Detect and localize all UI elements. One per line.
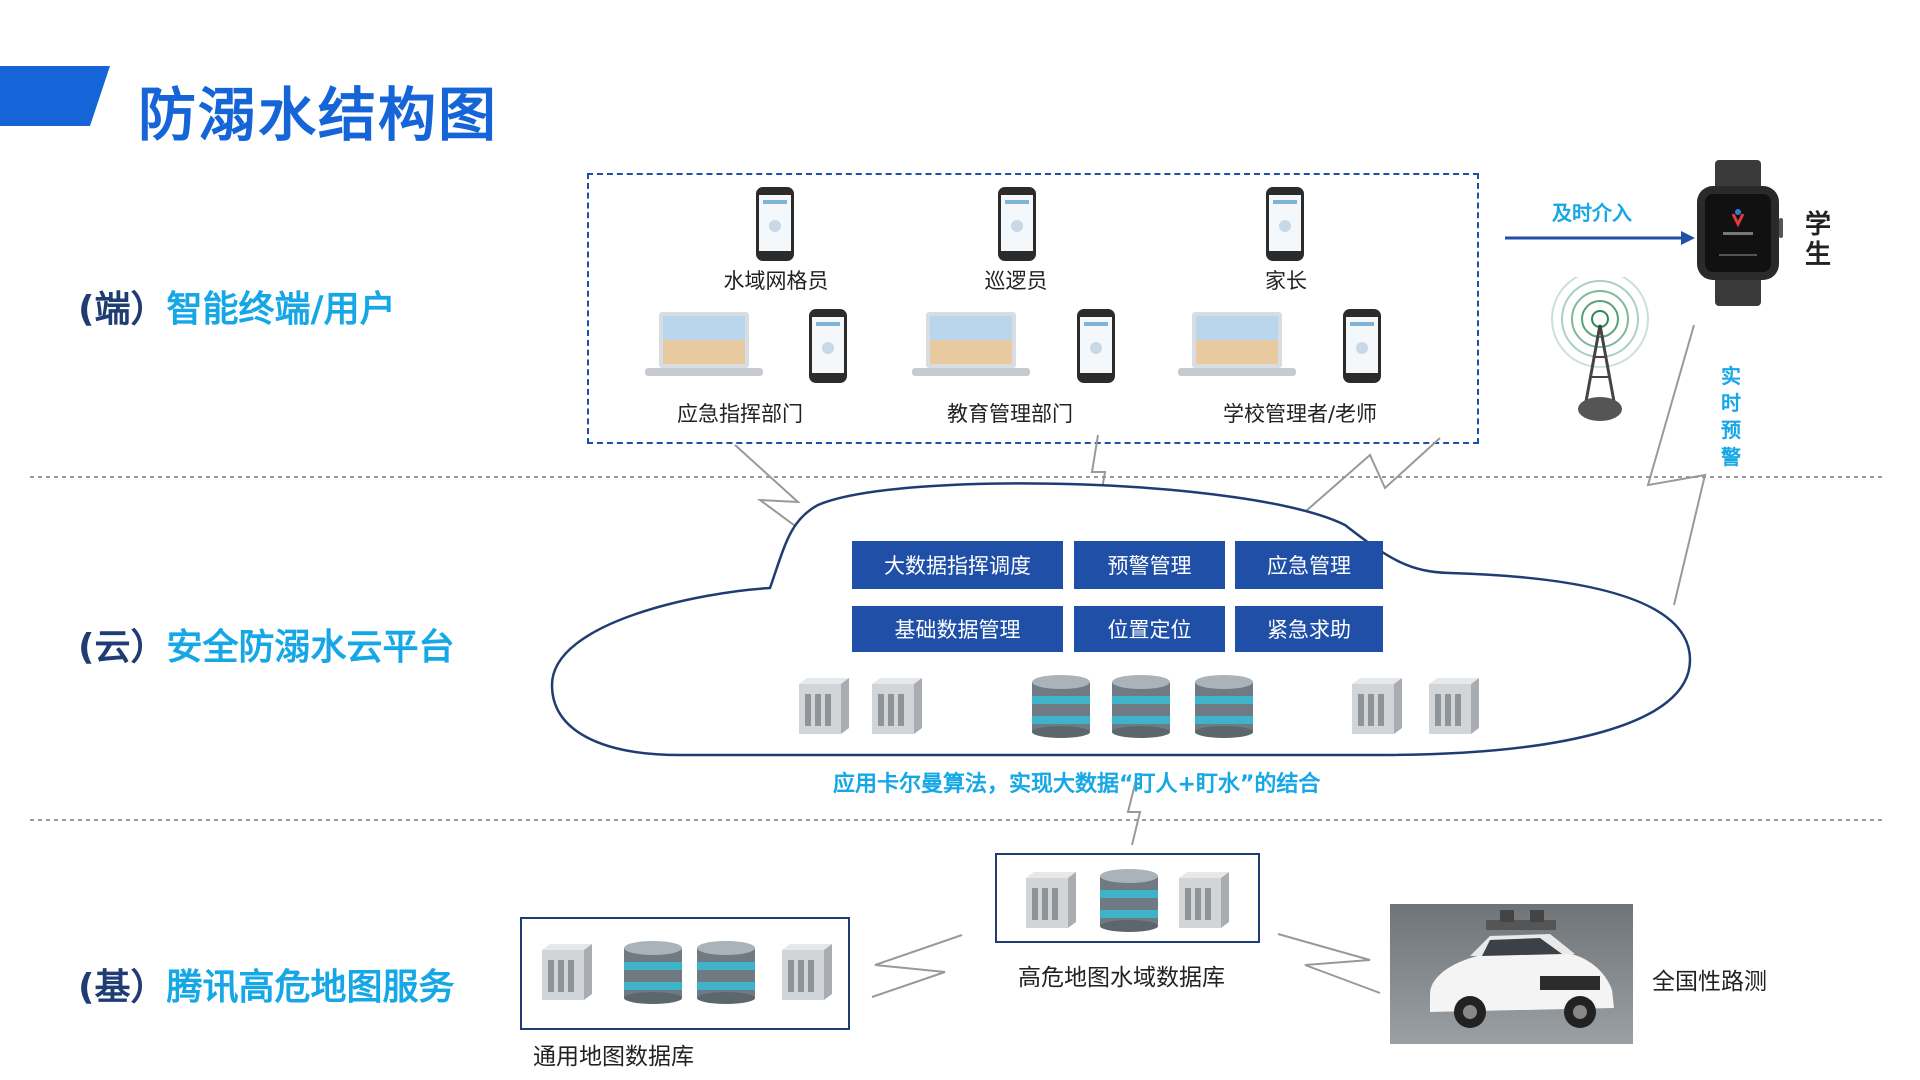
terminal-user-label: 家长	[1265, 269, 1307, 293]
module-emergency-help: 紧急求助	[1235, 606, 1383, 652]
terminal-dept-label: 应急指挥部门	[677, 402, 803, 426]
server-icon	[799, 678, 849, 734]
smartwatch-icon	[1697, 160, 1783, 306]
phone-icon	[1077, 309, 1115, 383]
student-label-1: 学	[1804, 210, 1831, 240]
intervention-label: 及时介入	[1552, 201, 1632, 225]
layer-tag: (基）	[78, 967, 167, 1008]
module-alert-management: 预警管理	[1074, 541, 1225, 589]
server-icon	[542, 944, 592, 1000]
database-icon	[1112, 675, 1170, 738]
general-db-label: 通用地图数据库	[533, 1044, 694, 1070]
intervention-arrow	[1505, 231, 1695, 245]
phone-icon	[756, 187, 794, 261]
terminal-box	[587, 173, 1479, 444]
layer-label-cloud: (云）安全防溺水云平台	[78, 618, 454, 670]
terminal-dept-label: 教育管理部门	[947, 402, 1073, 426]
phone-icon	[998, 187, 1036, 261]
server-icon	[1026, 872, 1076, 928]
server-icon	[872, 678, 922, 734]
layer-name: 腾讯高危地图服务	[166, 967, 455, 1008]
phone-icon	[1266, 187, 1304, 261]
database-icon	[697, 941, 755, 1004]
module-base-data: 基础数据管理	[852, 606, 1063, 652]
laptop-icon	[645, 312, 763, 376]
server-icon	[782, 944, 832, 1000]
terminal-dept-label: 学校管理者/老师	[1222, 402, 1378, 426]
module-big-data-dispatch: 大数据指挥调度	[852, 541, 1063, 589]
title-band	[0, 66, 110, 126]
server-icon	[1352, 678, 1402, 734]
layer-tag: (端）	[78, 289, 167, 330]
layer-name: 安全防溺水云平台	[166, 627, 455, 668]
phone-icon	[809, 309, 847, 383]
database-icon	[624, 941, 682, 1004]
database-icon	[1100, 869, 1158, 932]
database-icon	[1195, 675, 1253, 738]
signal-tower-icon	[1551, 277, 1649, 421]
alert-char: 时	[1721, 391, 1741, 415]
module-positioning: 位置定位	[1074, 606, 1225, 652]
alert-char: 警	[1721, 445, 1741, 469]
alert-char: 预	[1721, 418, 1741, 442]
database-icon	[1032, 675, 1090, 738]
general-db-box	[520, 917, 850, 1030]
server-icon	[1429, 678, 1479, 734]
realtime-alert-label: 实 时 预 警	[1719, 363, 1743, 471]
layer-label-base: (基）腾讯高危地图服务	[78, 958, 454, 1010]
survey-car-image	[1390, 904, 1633, 1044]
terminal-user-label: 巡逻员	[984, 269, 1048, 293]
phone-icon	[1343, 309, 1381, 383]
layer-name: 智能终端/用户	[166, 289, 396, 330]
layer-label-terminal: (端）智能终端/用户	[78, 280, 396, 332]
alert-char: 实	[1721, 364, 1741, 388]
page-title: 防溺水结构图	[138, 81, 499, 149]
laptop-icon	[912, 312, 1030, 376]
terminal-user-label: 水域网格员	[723, 269, 829, 293]
module-emergency-management: 应急管理	[1235, 541, 1383, 589]
server-icon	[1179, 872, 1229, 928]
layer-tag: (云）	[78, 627, 167, 668]
student-label-2: 生	[1804, 240, 1831, 270]
road-test-label: 全国性路测	[1652, 969, 1767, 995]
cloud-note: 应用卡尔曼算法，实现大数据“盯人+盯水”的结合	[833, 772, 1321, 797]
high-risk-db-label: 高危地图水域数据库	[1018, 965, 1225, 991]
high-risk-db-box	[995, 853, 1260, 943]
laptop-icon	[1178, 312, 1296, 376]
